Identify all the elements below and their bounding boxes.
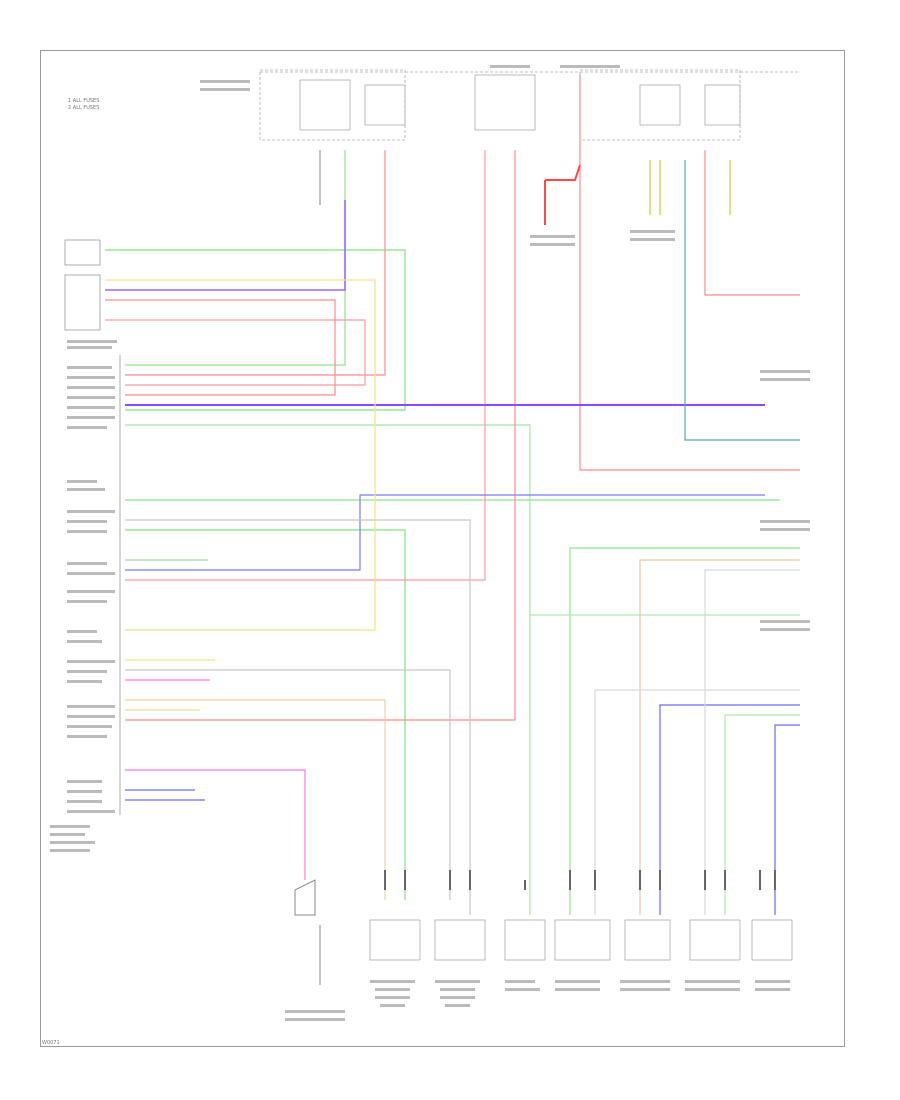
bottom-component-boxes: [369, 919, 793, 961]
power-distribution-box-outline: [259, 69, 800, 141]
diagram-id: W0071: [42, 1040, 60, 1046]
sensor-symbol: [294, 879, 321, 985]
legend: 1 ALL FUSES 2 ALL FUSES: [68, 98, 99, 112]
diagram-frame: [40, 50, 845, 1047]
label-placeholders: [50, 65, 810, 1021]
wires: [105, 75, 800, 915]
left-module-boxes: [64, 239, 121, 815]
legend-line-2: 2 ALL FUSES: [68, 105, 100, 111]
bottom-connector-pins: [384, 870, 776, 890]
legend-line-1: 1 ALL FUSES: [68, 98, 100, 104]
